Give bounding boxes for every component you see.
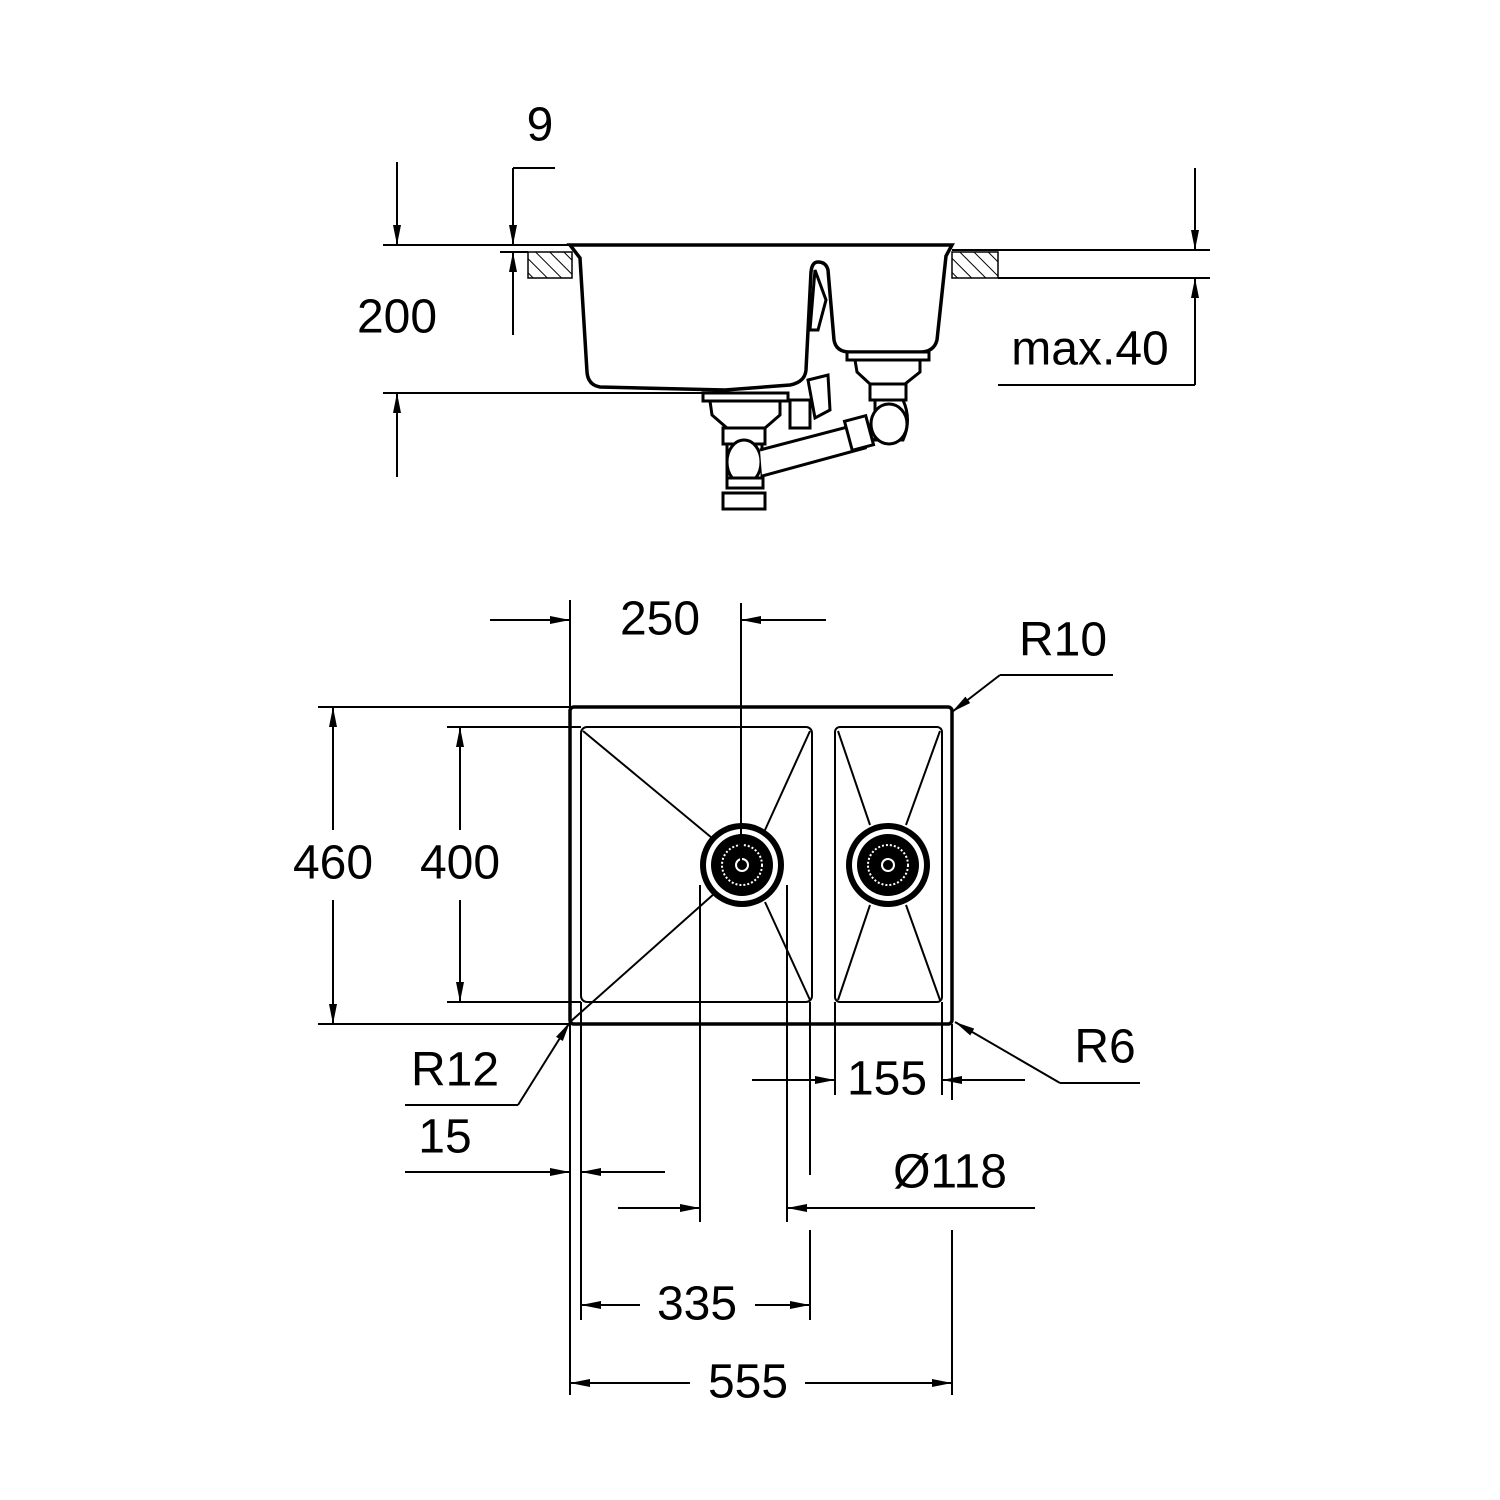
dim-small-bowl-width: 155 — [847, 1053, 927, 1106]
dim-total-width: 555 — [708, 1356, 788, 1409]
dim-drain-diameter: Ø118 — [893, 1146, 1007, 1199]
dim-outer-depth: 460 — [293, 837, 373, 890]
dim-radius-outer-bottom: R6 — [1074, 1021, 1135, 1074]
dim-countertop: max.40 — [1011, 323, 1168, 376]
dim-radius-outer-top: R10 — [1019, 614, 1107, 667]
small-bowl — [834, 726, 943, 1003]
drain-assembly — [701, 269, 931, 511]
dim-drain-offset: 250 — [620, 593, 700, 646]
dim-inner-depth: 400 — [420, 837, 500, 890]
drain-small-bowl — [846, 823, 930, 907]
countertop-left — [527, 251, 573, 279]
dim-wall: 15 — [418, 1111, 471, 1164]
plan-view: 250 R10 460 400 R12 R6 155 15 Ø118 — [293, 593, 1140, 1409]
dim-large-bowl-width: 335 — [657, 1278, 737, 1331]
dim-depth: 200 — [357, 291, 437, 344]
large-bowl — [580, 726, 813, 1003]
countertop-right — [951, 251, 999, 279]
side-view: 9 200 max.40 — [357, 99, 1210, 511]
dim-rim-thickness: 9 — [527, 99, 554, 152]
dim-radius-inner: R12 — [411, 1044, 499, 1097]
sink-outline — [568, 705, 954, 1026]
